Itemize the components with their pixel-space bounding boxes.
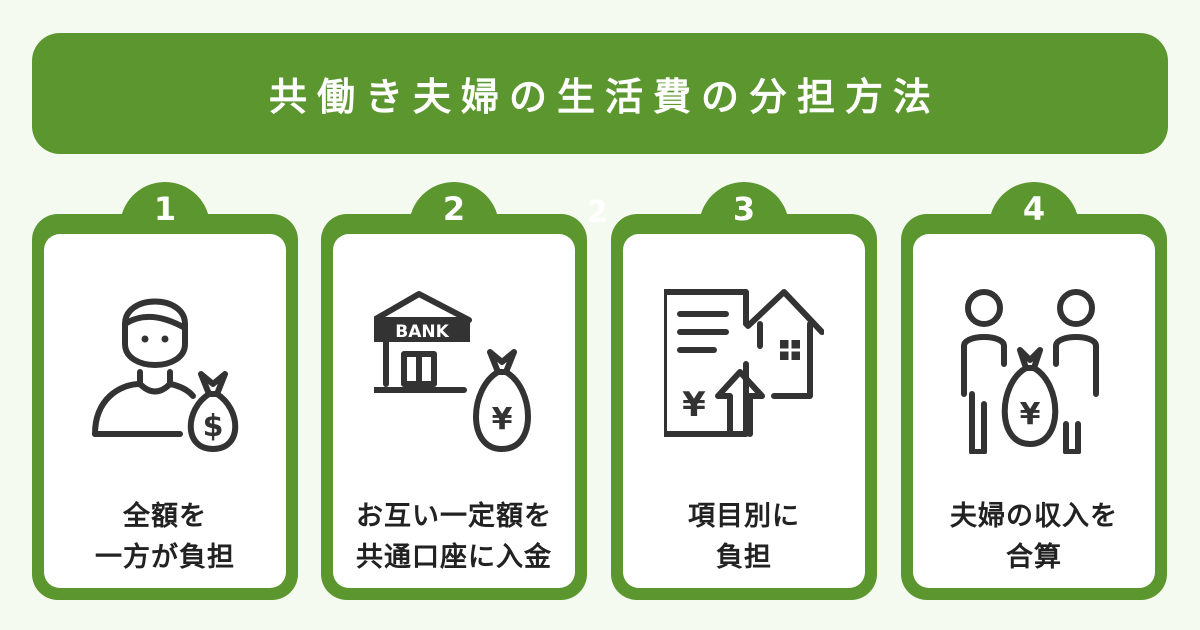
card-body: ¥ 夫婦の収入を 合算 (913, 234, 1155, 588)
card-label-line-1: 項目別に (688, 501, 800, 532)
method-card-3: 3 ¥ 項目別に 負担 (611, 182, 877, 600)
card-body: BANK ¥ お互い一定額を 共通口座に入金 (333, 234, 575, 588)
page-title: 共働き夫婦の生活費の分担方法 (268, 75, 941, 119)
method-card-1: 1 $ 全額を 一方が負担 (32, 182, 298, 600)
card-label-line-1: 全額を (123, 501, 207, 532)
card-label-line-2: 一方が負担 (95, 542, 235, 573)
person-money-bag-icon: $ (92, 298, 239, 452)
card-label: 項目別に 負担 (623, 496, 865, 578)
card-label-line-2: 合算 (1006, 542, 1062, 573)
card-body: ¥ 項目別に 負担 (623, 234, 865, 588)
card-number: 3 (732, 190, 756, 228)
stray-number-mark: 2 (587, 195, 608, 230)
card-number: 1 (153, 190, 177, 228)
dollar-symbol: $ (203, 409, 224, 444)
yen-symbol: ¥ (1020, 397, 1041, 432)
card-label: お互い一定額を 共通口座に入金 (333, 496, 575, 578)
card-label-line-1: お互い一定額を (356, 501, 552, 532)
method-card-4: 4 ¥ 夫婦の収入を 合算 (901, 182, 1167, 600)
yen-symbol: ¥ (682, 385, 706, 425)
card-label-line-1: 夫婦の収入を (950, 501, 1118, 532)
card-label-line-2: 共通口座に入金 (356, 542, 552, 573)
card-body: $ 全額を 一方が負担 (44, 234, 286, 588)
card-label: 全額を 一方が負担 (44, 496, 286, 578)
card-label-line-2: 負担 (716, 542, 772, 573)
method-card-2: 2 BANK ¥ お互い一定額を 共通口座に入金 (321, 182, 587, 600)
card-label: 夫婦の収入を 合算 (913, 496, 1155, 578)
card-number: 4 (1022, 190, 1046, 228)
document-house-icon: ¥ (664, 289, 824, 437)
card-number: 2 (442, 190, 466, 228)
yen-symbol: ¥ (492, 402, 513, 437)
title-banner: 共働き夫婦の生活費の分担方法 (32, 33, 1168, 154)
bank-label: BANK (395, 322, 449, 342)
bank-money-bag-icon: BANK ¥ (374, 291, 531, 452)
couple-money-bag-icon: ¥ (961, 289, 1099, 454)
